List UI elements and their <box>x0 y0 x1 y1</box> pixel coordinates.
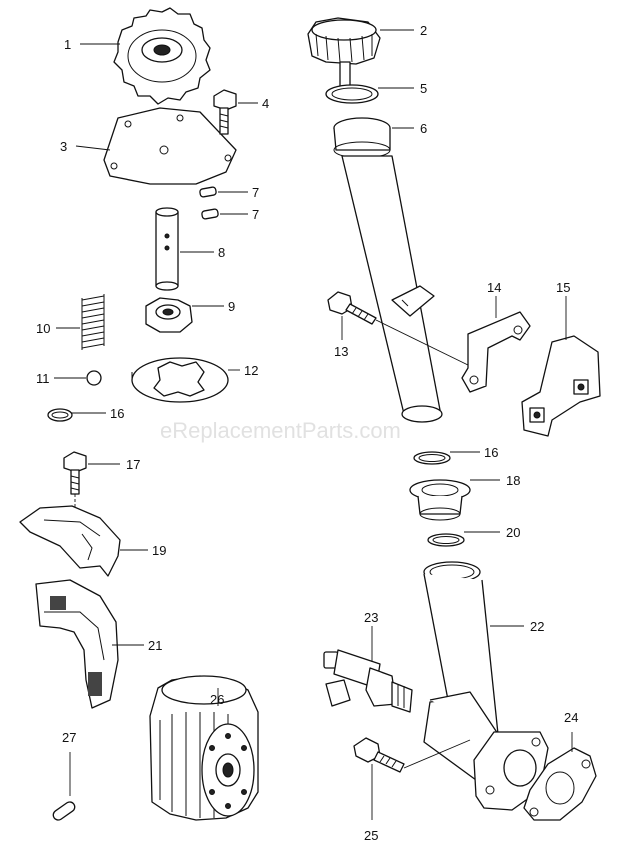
callout-21: 21 <box>148 638 162 653</box>
part-10-spring <box>81 294 105 350</box>
part-13-bolt <box>327 291 377 325</box>
callout-27: 27 <box>62 730 76 745</box>
watermark: eReplacementParts.com <box>160 418 401 443</box>
callout-4: 4 <box>262 96 269 111</box>
callout-1: 1 <box>64 37 71 52</box>
callout-15: 15 <box>556 280 570 295</box>
part-9-rotor <box>145 297 193 333</box>
callout-12: 12 <box>244 363 258 378</box>
part-24-gasket <box>523 747 597 821</box>
part-26-oil-filter <box>149 675 259 821</box>
callout-14: 14 <box>487 280 501 295</box>
part-2-dipstick-cap <box>307 17 381 103</box>
callout-26: 26 <box>210 692 224 707</box>
part-16-oring-left <box>47 408 73 422</box>
part-15-bracket <box>521 335 601 437</box>
callout-16a: 16 <box>110 406 124 421</box>
callout-25: 25 <box>364 828 378 843</box>
part-7-pins <box>199 186 219 220</box>
callout-16b: 16 <box>484 445 498 460</box>
part-14-bracket <box>461 311 531 393</box>
callout-20: 20 <box>506 525 520 540</box>
callout-24: 24 <box>564 710 578 725</box>
part-22-filler-neck <box>423 561 549 811</box>
callout-9: 9 <box>228 299 235 314</box>
callout-13: 13 <box>334 344 348 359</box>
callout-11: 11 <box>36 371 50 386</box>
callout-6: 6 <box>420 121 427 136</box>
part-11-ball <box>86 370 102 386</box>
callout-2: 2 <box>420 23 427 38</box>
callout-23: 23 <box>364 610 378 625</box>
callout-17: 17 <box>126 457 140 472</box>
dipstick-tube <box>341 155 443 423</box>
part-18-grommet <box>409 479 471 521</box>
part-27-oring <box>52 801 76 821</box>
part-4-bolt <box>213 89 237 135</box>
part-25-bolt <box>353 737 405 773</box>
part-17-bolt <box>63 451 87 495</box>
callout-10: 10 <box>36 321 50 336</box>
part-23-drain-valve <box>323 649 413 713</box>
part-3-plate <box>103 107 237 185</box>
callout-5: 5 <box>420 81 427 96</box>
callout-19: 19 <box>152 543 166 558</box>
part-6-tube-seal <box>333 117 391 159</box>
callout-3: 3 <box>60 139 67 154</box>
part-21-strainer <box>35 579 119 709</box>
part-1-gear <box>113 7 211 105</box>
part-19-bracket <box>19 505 121 577</box>
callout-18: 18 <box>506 473 520 488</box>
callout-7b: 7 <box>252 207 259 222</box>
part-12-outer-rotor <box>131 357 229 403</box>
callout-8: 8 <box>218 245 225 260</box>
callout-22: 22 <box>530 619 544 634</box>
part-8-shaft <box>155 207 179 291</box>
callout-7a: 7 <box>252 185 259 200</box>
